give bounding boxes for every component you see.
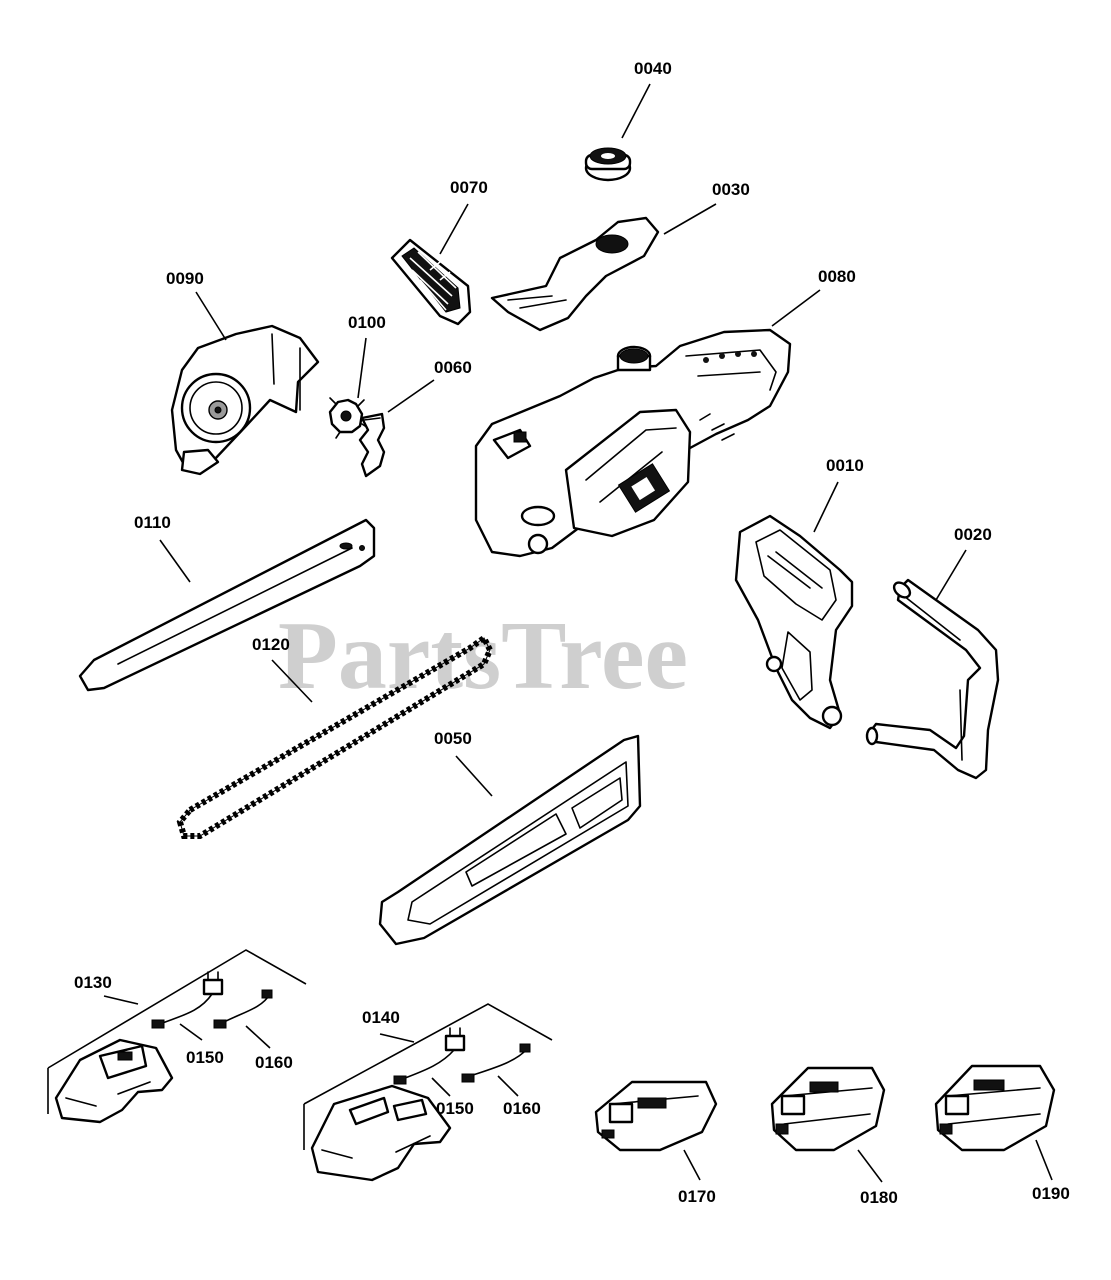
part-0040-nut[interactable]: [584, 147, 632, 182]
label-0160[interactable]: 0160: [255, 1053, 293, 1072]
label-0130[interactable]: 0130: [74, 973, 112, 992]
plug-cord: [393, 1027, 531, 1085]
part-0110-guide-bar[interactable]: [78, 518, 376, 692]
label-0090[interactable]: 0090: [166, 269, 204, 288]
label-0160[interactable]: 0160: [503, 1099, 541, 1118]
label-0070[interactable]: 0070: [450, 178, 488, 197]
label-0110[interactable]: 0110: [134, 513, 171, 532]
part-0190-battery[interactable]: [934, 1064, 1056, 1152]
part-0080-motor-housing[interactable]: [474, 328, 792, 558]
label-0050[interactable]: 0050: [434, 729, 472, 748]
label-0030[interactable]: 0030: [712, 180, 750, 199]
part-0180-battery[interactable]: [770, 1066, 886, 1152]
label-0170[interactable]: 0170: [678, 1187, 716, 1206]
label-0180[interactable]: 0180: [860, 1188, 898, 1207]
part-0130-charger-kit[interactable]: [47, 949, 307, 1124]
part-0120-chain[interactable]: [176, 633, 494, 839]
part-0020-tube-handle[interactable]: [865, 578, 1000, 780]
label-0010[interactable]: 0010: [826, 456, 864, 475]
label-0150[interactable]: 0150: [186, 1048, 224, 1067]
label-0020[interactable]: 0020: [954, 525, 992, 544]
part-0030-top-cover[interactable]: [490, 216, 660, 332]
part-0140-charger-kit[interactable]: [303, 1003, 553, 1182]
part-labels: 0040 0030 0070 0080 0090 0100 0060 0010 …: [74, 59, 1070, 1207]
watermark: PartsTree: [278, 602, 688, 710]
label-0060[interactable]: 0060: [434, 358, 472, 377]
part-0050-bar-cover[interactable]: [378, 734, 642, 946]
leader-lines: [103, 83, 1053, 1183]
label-0080[interactable]: 0080: [818, 267, 856, 286]
part-0070-grip[interactable]: [390, 238, 472, 326]
label-0190[interactable]: 0190: [1032, 1184, 1070, 1203]
label-0100[interactable]: 0100: [348, 313, 386, 332]
part-0170-battery[interactable]: [594, 1080, 718, 1152]
label-0150[interactable]: 0150: [436, 1099, 474, 1118]
label-0040[interactable]: 0040: [634, 59, 672, 78]
part-0090-sprocket-cover[interactable]: [170, 324, 320, 476]
label-0120[interactable]: 0120: [252, 635, 290, 654]
part-0060-plate[interactable]: [358, 412, 386, 478]
label-0140[interactable]: 0140: [362, 1008, 400, 1027]
plug-cord: [151, 971, 273, 1029]
part-0010-front-handle[interactable]: [734, 514, 854, 730]
part-0100-sprocket[interactable]: [328, 397, 369, 439]
